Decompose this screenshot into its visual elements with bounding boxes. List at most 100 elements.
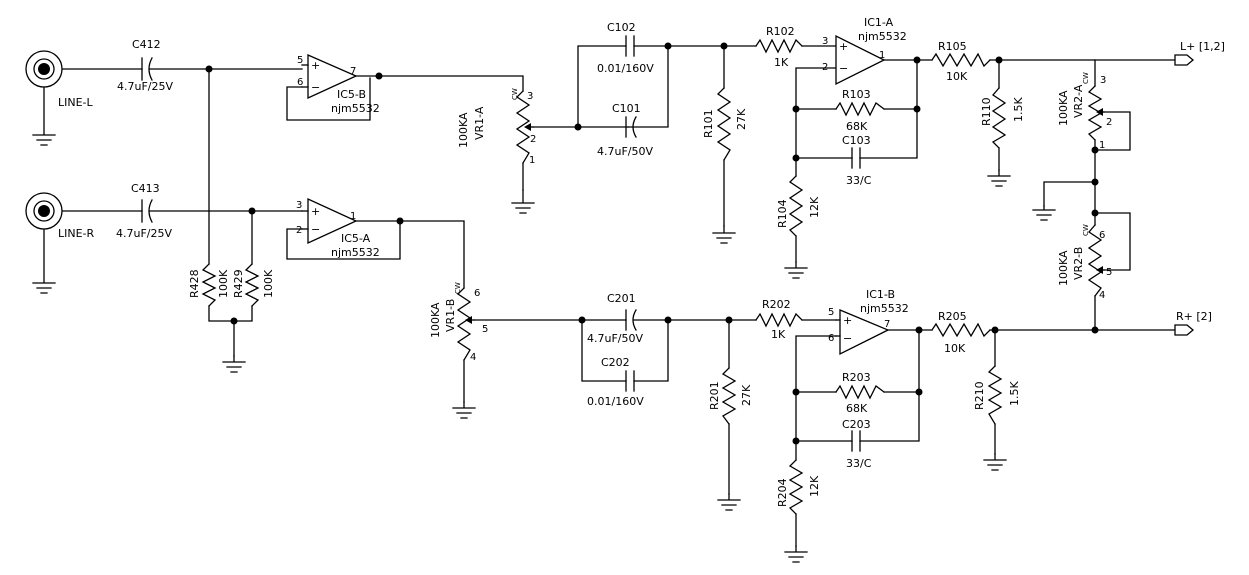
resistor-r110: R110 1.5K	[980, 87, 1025, 149]
svg-text:C101: C101	[612, 102, 641, 115]
svg-text:3: 3	[527, 91, 533, 102]
svg-text:R202: R202	[762, 298, 791, 311]
svg-text:IC5-B: IC5-B	[337, 88, 366, 101]
ground-icon	[987, 169, 1011, 187]
svg-text:−: −	[311, 223, 320, 236]
svg-text:C102: C102	[607, 21, 636, 34]
svg-text:100KA: 100KA	[429, 302, 442, 338]
svg-text:100KA: 100KA	[1057, 90, 1070, 126]
svg-text:6: 6	[1099, 230, 1105, 241]
svg-text:VR2-B: VR2-B	[1072, 247, 1085, 280]
svg-text:+: +	[311, 205, 320, 218]
svg-text:0.01/160V: 0.01/160V	[597, 62, 654, 75]
svg-text:4.7uF/50V: 4.7uF/50V	[587, 332, 643, 345]
svg-text:R210: R210	[973, 381, 986, 410]
svg-text:CW: CW	[454, 282, 462, 294]
svg-text:5: 5	[1106, 267, 1112, 278]
svg-text:IC1-B: IC1-B	[866, 288, 895, 301]
output-flag-l: L+ [1,2]	[1174, 40, 1225, 66]
svg-text:R204: R204	[776, 478, 789, 507]
resistor-r204: R204 12K	[776, 459, 821, 515]
svg-text:0.01/160V: 0.01/160V	[587, 395, 644, 408]
resistor-r102: R102 1K	[755, 25, 803, 69]
svg-text:IC5-A: IC5-A	[341, 232, 371, 245]
svg-text:2: 2	[530, 134, 536, 145]
svg-text:4.7uF/25V: 4.7uF/25V	[117, 80, 173, 93]
svg-text:njm5532: njm5532	[331, 102, 380, 115]
resistor-r101: R101 27K	[702, 87, 748, 161]
svg-text:68K: 68K	[846, 402, 868, 415]
svg-text:1: 1	[879, 50, 885, 61]
svg-text:njm5532: njm5532	[858, 30, 907, 43]
svg-text:2: 2	[822, 62, 828, 73]
svg-text:C412: C412	[132, 38, 161, 51]
resistor-r203: R203 68K	[835, 371, 885, 415]
svg-text:1: 1	[1099, 140, 1105, 151]
ground-icon	[784, 545, 808, 563]
svg-text:100KA: 100KA	[1057, 250, 1070, 286]
svg-text:3: 3	[822, 36, 828, 47]
svg-text:1K: 1K	[774, 56, 789, 69]
resistor-r428: R428 100K	[188, 263, 230, 307]
capacitor-c103: C103 33/C	[842, 134, 872, 187]
jack-line-r: LINE-R	[25, 192, 95, 240]
pot-vr2a: 100KA VR2-A CW 3 2 1	[1057, 72, 1112, 151]
svg-text:2: 2	[1106, 117, 1112, 128]
svg-text:R105: R105	[938, 40, 967, 53]
svg-text:C413: C413	[131, 182, 160, 195]
pot-vr1a: 100KA VR1-A CW 3 2 1	[457, 88, 536, 166]
resistor-r105: R105 10K	[931, 40, 991, 83]
svg-text:CW: CW	[511, 88, 519, 100]
svg-text:100K: 100K	[262, 269, 275, 298]
svg-text:+: +	[843, 314, 852, 327]
jack-label: LINE-L	[58, 96, 94, 109]
svg-text:33/C: 33/C	[846, 174, 872, 187]
ground-icon	[712, 225, 736, 244]
svg-text:+: +	[839, 40, 848, 53]
svg-text:C103: C103	[842, 134, 871, 147]
svg-text:27K: 27K	[740, 384, 753, 406]
svg-text:R110: R110	[980, 97, 993, 126]
svg-text:27K: 27K	[735, 108, 748, 130]
svg-text:68K: 68K	[846, 120, 868, 133]
svg-text:R103: R103	[842, 88, 871, 101]
svg-text:10K: 10K	[946, 70, 968, 83]
svg-text:7: 7	[350, 66, 356, 77]
ground-symbols	[32, 86, 1056, 563]
ground-icon	[784, 261, 808, 279]
opamp-ic1b: + − 5 6 7 IC1-B njm5532	[828, 288, 909, 356]
output-label: L+ [1,2]	[1180, 40, 1225, 53]
svg-text:4.7uF/25V: 4.7uF/25V	[116, 227, 172, 240]
svg-text:100KA: 100KA	[457, 112, 470, 148]
svg-text:1K: 1K	[771, 328, 786, 341]
svg-text:R428: R428	[188, 269, 201, 298]
capacitor-c412: C412 4.7uF/25V	[117, 38, 173, 93]
svg-text:CW: CW	[1082, 72, 1090, 84]
svg-text:+: +	[311, 59, 320, 72]
svg-text:5: 5	[828, 307, 834, 318]
svg-text:R429: R429	[232, 269, 245, 298]
capacitor-c201: C201 4.7uF/50V	[587, 292, 643, 345]
svg-text:33/C: 33/C	[846, 457, 872, 470]
svg-text:4.7uF/50V: 4.7uF/50V	[597, 145, 653, 158]
svg-text:3: 3	[1100, 75, 1106, 86]
output-label: R+ [2]	[1176, 310, 1212, 323]
svg-text:6: 6	[474, 288, 480, 299]
ground-icon	[32, 228, 56, 294]
resistor-r429: R429 100K	[232, 263, 275, 307]
resistor-r201: R201 27K	[708, 367, 753, 425]
output-flag-r: R+ [2]	[1174, 310, 1212, 336]
ground-icon	[452, 401, 476, 419]
svg-text:1: 1	[350, 211, 356, 222]
capacitor-c101: C101 4.7uF/50V	[597, 102, 653, 158]
svg-text:C202: C202	[601, 356, 630, 369]
capacitor-c102: C102 0.01/160V	[597, 21, 654, 75]
svg-text:VR2-A: VR2-A	[1072, 84, 1085, 118]
svg-text:5: 5	[482, 324, 488, 335]
jack-line-l: LINE-L	[25, 50, 94, 109]
svg-text:100K: 100K	[217, 269, 230, 298]
svg-text:7: 7	[884, 319, 890, 330]
svg-text:R102: R102	[766, 25, 795, 38]
svg-text:IC1-A: IC1-A	[864, 16, 894, 29]
